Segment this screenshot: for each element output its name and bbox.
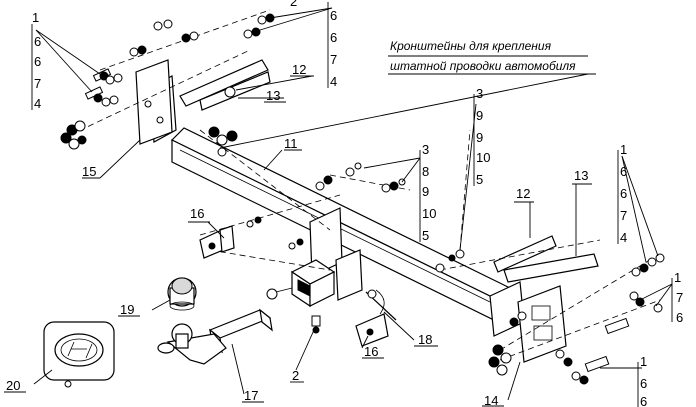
stack-top-mid: 2 6 6 7 4 (290, 0, 337, 89)
tow-ball-19 (167, 277, 197, 311)
label-15: 15 (82, 164, 96, 179)
svg-text:6: 6 (330, 30, 337, 45)
hardware-top-left (60, 13, 275, 157)
svg-text:4: 4 (34, 96, 41, 111)
hitch-receiver (290, 207, 363, 308)
stack-mid-right: 3 9 9 10 5 (476, 86, 490, 187)
label-13-right: 13 (574, 168, 588, 183)
caption-line-2: штатной проводки автомобиля (390, 59, 576, 73)
svg-text:4: 4 (330, 74, 337, 89)
left-brackets (135, 59, 271, 145)
right-brackets (493, 235, 599, 363)
svg-text:6: 6 (34, 34, 41, 49)
label-11: 11 (284, 136, 298, 151)
svg-text:6: 6 (330, 8, 337, 23)
svg-text:5: 5 (476, 172, 483, 187)
label-underlines (4, 55, 596, 407)
svg-text:3: 3 (476, 86, 483, 101)
svg-text:6: 6 (676, 310, 683, 325)
bracket-16-right (355, 313, 389, 347)
svg-text:6: 6 (620, 186, 627, 201)
svg-text:6: 6 (640, 376, 647, 391)
ball-mount-17 (157, 308, 273, 365)
stack-right-mid: 1 7 6 (674, 270, 683, 325)
stack-right-top: 1 6 6 7 4 (620, 142, 627, 245)
label-20: 20 (6, 378, 20, 393)
svg-text:1: 1 (640, 354, 647, 369)
hardware-center (246, 162, 465, 273)
main-crossbar (149, 75, 525, 337)
svg-text:4: 4 (620, 230, 627, 245)
label-12-left: 12 (292, 62, 306, 77)
pin-18 (365, 289, 397, 321)
svg-text:9: 9 (476, 108, 483, 123)
stack-bars (31, 2, 673, 407)
caption-line-1: Кронштейны для крепления (390, 39, 552, 53)
svg-text:7: 7 (676, 290, 683, 305)
clip-key (266, 287, 293, 300)
svg-text:5: 5 (422, 228, 429, 243)
svg-text:7: 7 (620, 208, 627, 223)
stack-bottom-right: 1 6 6 (640, 354, 647, 407)
svg-text:1: 1 (674, 270, 681, 285)
label-13-left: 13 (266, 88, 280, 103)
bolt-2 (311, 315, 321, 334)
svg-text:9: 9 (422, 184, 429, 199)
stack-mid-center: 3 8 9 10 5 (422, 142, 436, 243)
svg-text:10: 10 (422, 206, 436, 221)
label-12-right: 12 (516, 186, 530, 201)
svg-text:6: 6 (620, 164, 627, 179)
svg-text:7: 7 (34, 76, 41, 91)
svg-text:8: 8 (422, 164, 429, 179)
label-2: 2 (292, 368, 299, 383)
svg-text:9: 9 (476, 130, 483, 145)
svg-text:2: 2 (290, 0, 297, 9)
svg-text:10: 10 (476, 150, 490, 165)
stack-top-left: 1 6 6 7 4 (32, 10, 41, 111)
leader-lines (33, 7, 673, 401)
svg-text:3: 3 (422, 142, 429, 157)
svg-text:6: 6 (34, 54, 41, 69)
label-17: 17 (244, 388, 258, 403)
badge-20 (43, 321, 115, 388)
label-18: 18 (418, 332, 432, 347)
svg-text:7: 7 (330, 52, 337, 67)
svg-text:1: 1 (620, 142, 627, 157)
svg-text:1: 1 (32, 10, 39, 25)
label-16-right: 16 (364, 344, 378, 359)
svg-text:6: 6 (640, 394, 647, 407)
label-14: 14 (484, 393, 498, 407)
hardware-right (488, 253, 665, 385)
label-16-left: 16 (190, 206, 204, 221)
label-19: 19 (120, 302, 134, 317)
